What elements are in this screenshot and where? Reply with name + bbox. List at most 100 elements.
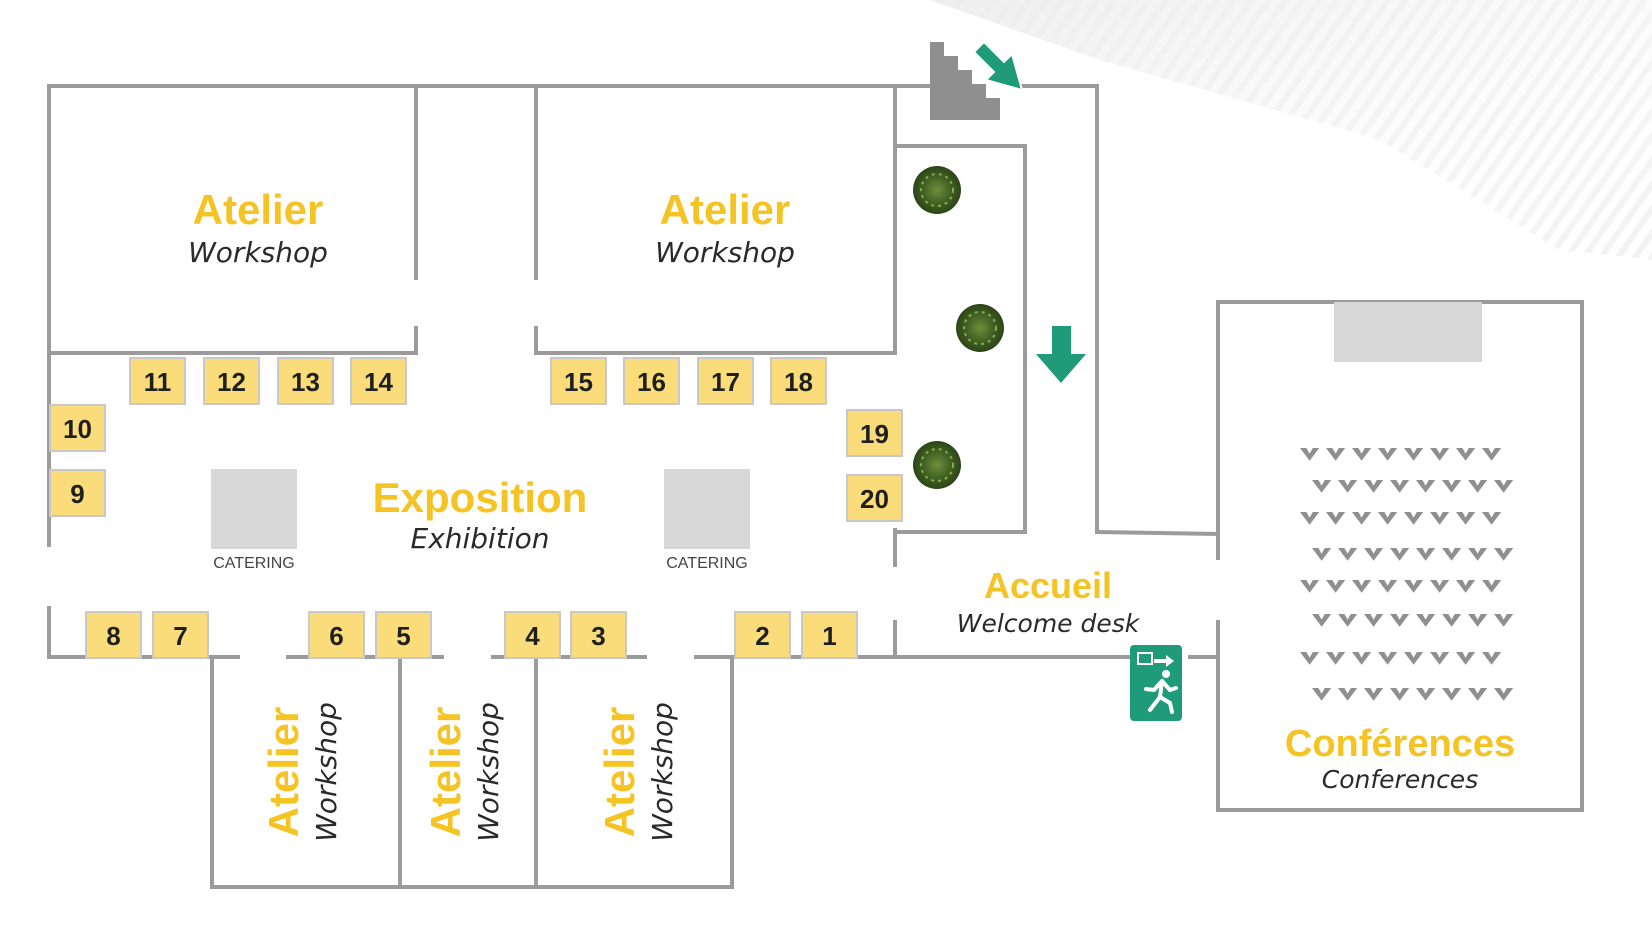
booth-box bbox=[623, 357, 680, 405]
booth-10: 10 bbox=[49, 404, 106, 452]
booth-20: 20 bbox=[846, 474, 903, 522]
room-subtitle-atelier-4: Workshop bbox=[472, 702, 505, 842]
booth-box bbox=[49, 469, 106, 517]
room-title-atelier-3: Atelier bbox=[260, 707, 307, 838]
booth-box bbox=[550, 357, 607, 405]
catering-block-right bbox=[664, 469, 750, 549]
booth-number: 4 bbox=[525, 621, 540, 651]
booth-16: 16 bbox=[623, 357, 680, 405]
seat-chevron-icon bbox=[1494, 614, 1514, 627]
booth-number: 15 bbox=[564, 367, 593, 397]
seat-chevron-icon bbox=[1300, 448, 1320, 461]
background-sheen bbox=[930, 0, 1652, 260]
room-subtitle-atelier-5: Workshop bbox=[646, 702, 679, 842]
seat-chevron-icon bbox=[1404, 512, 1424, 525]
booth-number: 5 bbox=[396, 621, 410, 651]
seat-chevron-icon bbox=[1378, 652, 1398, 665]
conference-seating bbox=[1300, 448, 1514, 701]
booth-19: 19 bbox=[846, 409, 903, 457]
booth-number: 2 bbox=[755, 621, 769, 651]
seat-chevron-icon bbox=[1352, 448, 1372, 461]
booth-15: 15 bbox=[550, 357, 607, 405]
seat-chevron-icon bbox=[1482, 652, 1502, 665]
seat-chevron-icon bbox=[1430, 652, 1450, 665]
seat-chevron-icon bbox=[1338, 614, 1358, 627]
seat-chevron-icon bbox=[1456, 652, 1476, 665]
booth-18: 18 bbox=[770, 357, 827, 405]
booth-number: 9 bbox=[70, 479, 84, 509]
booth-box bbox=[504, 611, 561, 659]
seat-chevron-icon bbox=[1378, 512, 1398, 525]
seat-chevron-icon bbox=[1456, 580, 1476, 593]
booth-number: 16 bbox=[637, 367, 666, 397]
seat-chevron-icon bbox=[1404, 448, 1424, 461]
catering-label-left: CATERING bbox=[213, 555, 294, 572]
seat-chevron-icon bbox=[1482, 580, 1502, 593]
booth-2: 2 bbox=[734, 611, 791, 659]
seat-chevron-icon bbox=[1312, 480, 1332, 493]
booth-13: 13 bbox=[277, 357, 334, 405]
seat-chevron-icon bbox=[1430, 512, 1450, 525]
booth-3: 3 bbox=[570, 611, 627, 659]
booth-12: 12 bbox=[203, 357, 260, 405]
booth-box bbox=[375, 611, 432, 659]
booth-box bbox=[734, 611, 791, 659]
seat-chevron-icon bbox=[1326, 512, 1346, 525]
seat-chevron-icon bbox=[1352, 512, 1372, 525]
booth-number: 12 bbox=[217, 367, 246, 397]
seat-chevron-icon bbox=[1442, 688, 1462, 701]
booth-box bbox=[49, 404, 106, 452]
seat-chevron-icon bbox=[1364, 614, 1384, 627]
booth-number: 7 bbox=[173, 621, 187, 651]
booth-number: 18 bbox=[784, 367, 813, 397]
seat-chevron-icon bbox=[1468, 548, 1488, 561]
booth-box bbox=[129, 357, 186, 405]
room-title-atelier-1: Atelier bbox=[193, 186, 324, 233]
seat-chevron-icon bbox=[1416, 548, 1436, 561]
booth-number: 6 bbox=[329, 621, 343, 651]
room-title-exposition: Exposition bbox=[373, 474, 588, 521]
walls bbox=[47, 84, 1584, 889]
booth-number: 3 bbox=[591, 621, 605, 651]
seat-chevron-icon bbox=[1326, 652, 1346, 665]
booth-box bbox=[152, 611, 209, 659]
seat-chevron-icon bbox=[1494, 480, 1514, 493]
booth-1: 1 bbox=[801, 611, 858, 659]
seat-chevron-icon bbox=[1468, 614, 1488, 627]
booth-8: 8 bbox=[85, 611, 142, 659]
arrow-down-icon bbox=[1036, 326, 1086, 383]
booth-box bbox=[697, 357, 754, 405]
seat-chevron-icon bbox=[1416, 614, 1436, 627]
seat-chevron-icon bbox=[1468, 480, 1488, 493]
room-subtitle-atelier-2: Workshop bbox=[655, 236, 795, 269]
booth-number: 17 bbox=[711, 367, 740, 397]
seat-chevron-icon bbox=[1338, 688, 1358, 701]
booth-number: 13 bbox=[291, 367, 320, 397]
seat-chevron-icon bbox=[1378, 448, 1398, 461]
room-title-accueil: Accueil bbox=[984, 565, 1112, 606]
seat-chevron-icon bbox=[1390, 480, 1410, 493]
arrow-down-right-icon bbox=[972, 40, 1024, 92]
seat-chevron-icon bbox=[1364, 548, 1384, 561]
booth-number: 14 bbox=[364, 367, 393, 397]
seat-chevron-icon bbox=[1442, 548, 1462, 561]
booth-box bbox=[85, 611, 142, 659]
booth-box bbox=[801, 611, 858, 659]
seat-chevron-icon bbox=[1482, 448, 1502, 461]
booth-14: 14 bbox=[350, 357, 407, 405]
room-title-atelier-5: Atelier bbox=[596, 707, 643, 838]
seat-chevron-icon bbox=[1352, 580, 1372, 593]
seat-chevron-icon bbox=[1468, 688, 1488, 701]
booth-box bbox=[846, 409, 903, 457]
room-title-atelier-4: Atelier bbox=[422, 707, 469, 838]
room-title-atelier-2: Atelier bbox=[660, 186, 791, 233]
seat-chevron-icon bbox=[1416, 688, 1436, 701]
booth-11: 11 bbox=[129, 357, 186, 405]
booth-9: 9 bbox=[49, 469, 106, 517]
booth-number: 20 bbox=[860, 484, 889, 514]
booth-7: 7 bbox=[152, 611, 209, 659]
seat-chevron-icon bbox=[1494, 688, 1514, 701]
room-subtitle-conferences: Conferences bbox=[1322, 765, 1478, 794]
room-subtitle-atelier-1: Workshop bbox=[188, 236, 328, 269]
